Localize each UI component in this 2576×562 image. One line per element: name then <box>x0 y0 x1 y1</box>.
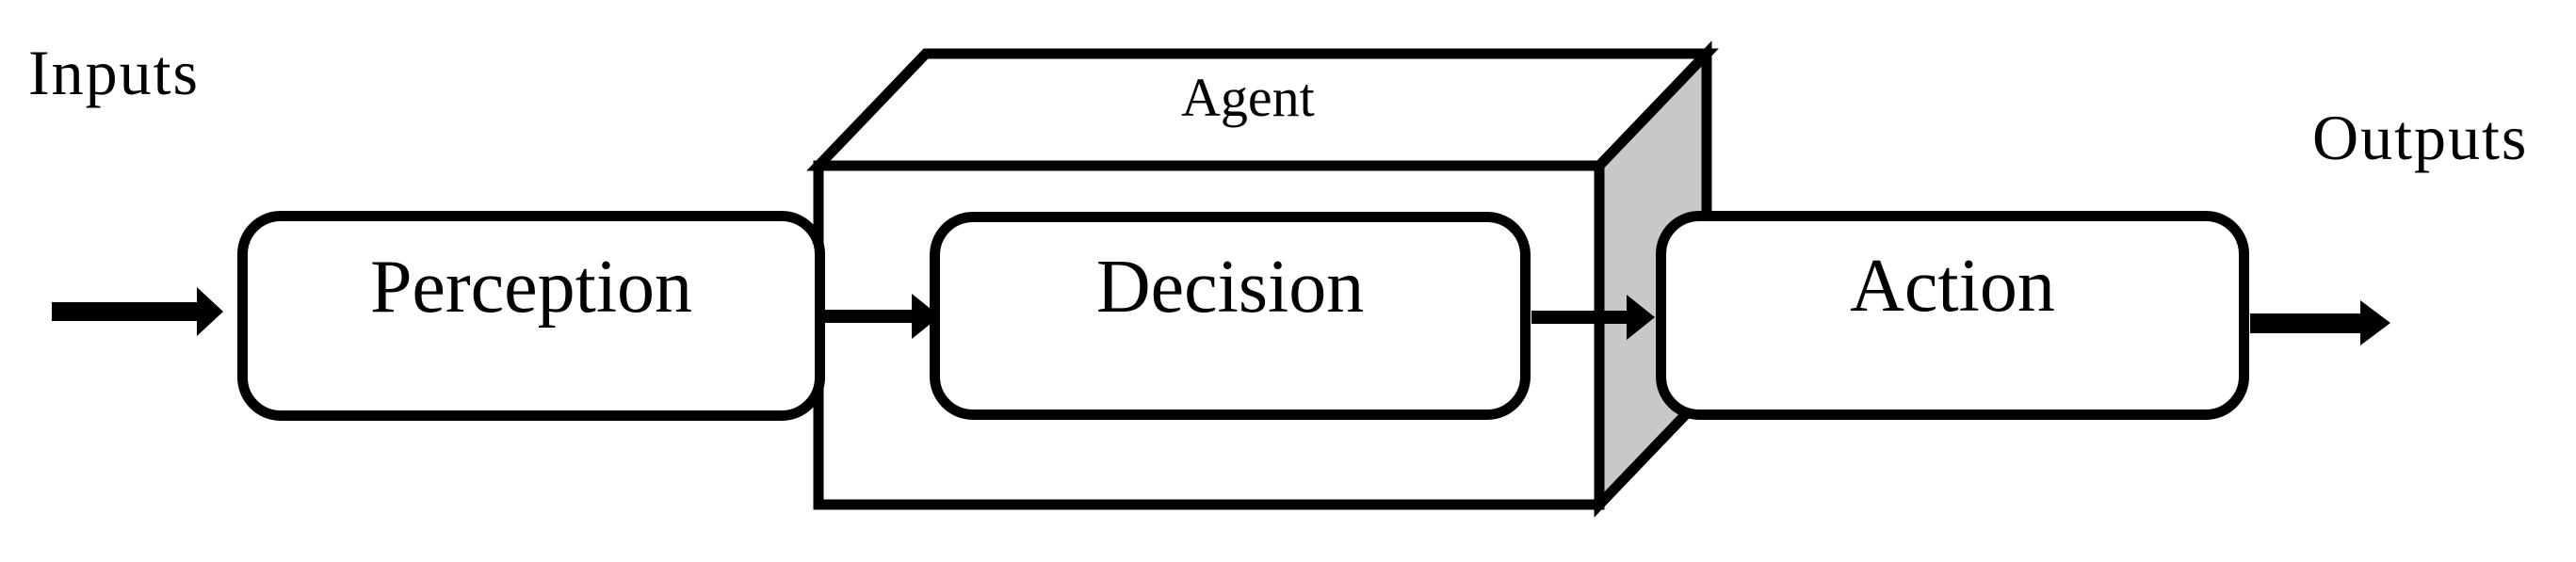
input-arrow <box>52 287 223 336</box>
outputs-label: Outputs <box>2312 102 2529 173</box>
inputs-label: Inputs <box>28 37 200 108</box>
perception-box-label: Perception <box>369 245 693 329</box>
output-arrow <box>2250 300 2390 345</box>
decision-box-label: Decision <box>1095 245 1365 329</box>
action-box-label: Action <box>1850 245 2055 328</box>
perception-box: Perception <box>237 211 825 421</box>
decision-box: Decision <box>930 212 1531 420</box>
agent-label: Agent <box>1181 67 1315 128</box>
perception-to-decision-arrow <box>825 294 940 339</box>
action-box: Action <box>1656 211 2249 420</box>
decision-to-action-arrow <box>1531 295 1655 340</box>
